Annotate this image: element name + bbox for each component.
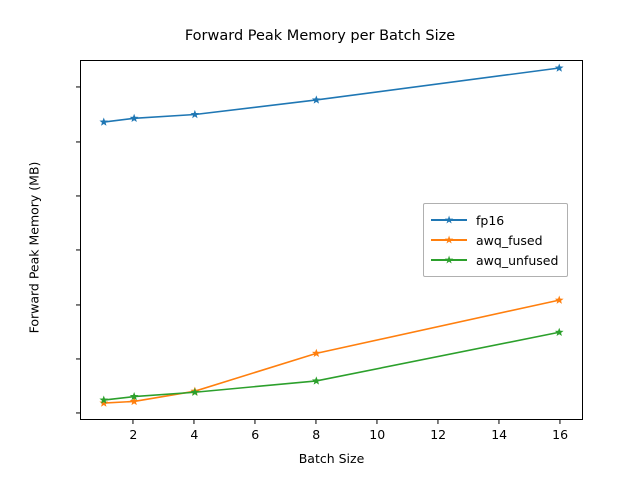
y-tick-mark [76,412,80,414]
legend-swatch-icon: ★ [431,213,467,227]
series-line [103,299,560,404]
legend-label: awq_fused [476,232,543,248]
x-tick-label: 6 [251,427,260,442]
data-point-marker [129,113,139,122]
legend-item-awq_fused[interactable]: ★ awq_fused [431,230,558,250]
x-tick-mark [254,420,256,424]
x-tick-label: 10 [369,427,386,442]
legend-line-segment [431,239,467,241]
legend-star-icon: ★ [444,213,454,227]
data-point-marker [129,396,139,406]
legend-star-icon: ★ [444,233,454,247]
series-awq_unfused [99,327,564,404]
legend-item-awq_unfused[interactable]: ★ awq_unfused [431,250,558,270]
y-tick-mark [76,86,80,88]
data-series-layer [99,63,564,407]
legend-item-fp16[interactable]: ★ fp16 [431,210,558,230]
x-tick-label: 2 [129,427,138,442]
data-point-marker [99,117,109,126]
x-tick-mark [498,420,500,424]
chart-legend: ★ fp16 ★ awq_fused ★ awq_unfused [423,203,569,277]
y-tick-mark [76,140,80,143]
x-tick-label: 8 [312,427,321,442]
y-tick-mark [76,249,80,251]
series-line [103,67,560,123]
x-tick-mark [376,420,378,424]
data-point-marker [190,387,200,396]
data-point-marker [190,109,200,119]
x-tick-mark [193,420,195,424]
data-point-marker [99,395,109,404]
data-point-marker [311,376,321,385]
data-point-marker [311,95,321,104]
x-axis-label: Batch Size [298,451,365,466]
x-tick-label: 14 [491,427,508,442]
data-point-marker [554,295,564,304]
y-tick-mark [76,358,80,360]
x-tick-mark [132,420,134,424]
x-tick-mark [559,420,561,424]
y-axis-label: Forward Peak Memory (MB) [26,161,42,334]
data-point-marker [311,348,321,358]
legend-star-icon: ★ [444,253,454,267]
legend-line-segment [431,259,467,261]
x-tick-mark [437,420,439,424]
legend-swatch-icon: ★ [431,253,467,267]
data-point-marker [129,392,139,401]
data-point-marker [554,327,564,336]
legend-line-segment [431,219,467,221]
x-tick-label: 16 [552,427,569,442]
y-tick-mark [76,195,80,197]
series-line [103,331,560,401]
data-point-marker [554,63,564,72]
series-awq_fused [99,295,564,407]
x-tick-label: 12 [430,427,447,442]
series-fp16 [99,63,564,126]
y-tick-mark [76,303,80,306]
data-point-marker [99,398,109,407]
legend-swatch-icon: ★ [431,233,467,247]
legend-label: awq_unfused [476,252,559,268]
x-tick-mark [315,420,317,424]
legend-label: fp16 [476,212,505,228]
x-tick-label: 4 [190,427,199,442]
chart-title: Forward Peak Memory per Batch Size [184,28,456,44]
